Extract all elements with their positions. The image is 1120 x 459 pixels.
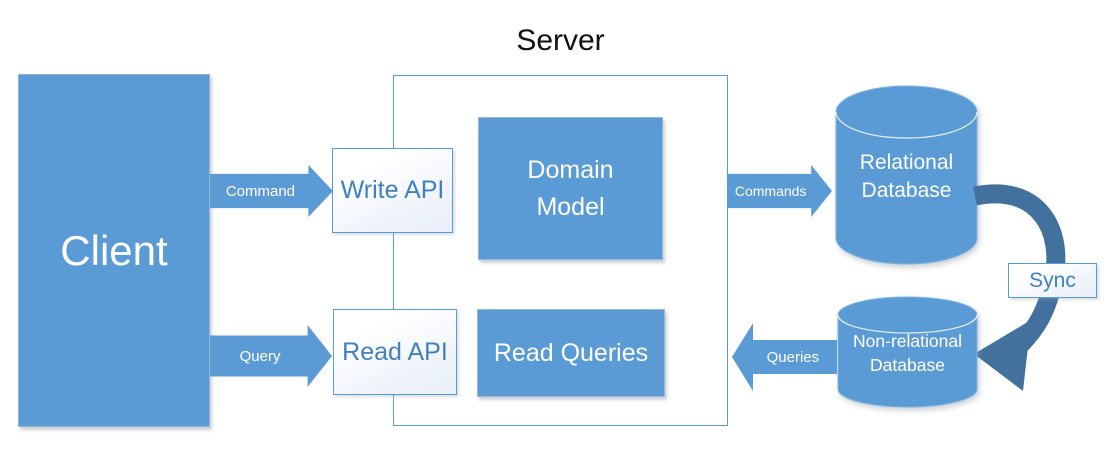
- sync-box: Sync: [1008, 263, 1097, 298]
- read-queries-label: Read Queries: [493, 338, 649, 367]
- client-box: Client: [18, 74, 210, 427]
- read-api-label: Read API: [342, 337, 448, 366]
- client-label: Client: [60, 226, 168, 274]
- query-arrow: Query: [210, 325, 332, 387]
- server-frame: [393, 75, 728, 426]
- read-queries-box: Read Queries: [477, 309, 665, 397]
- server-title: Server: [516, 24, 605, 57]
- domain-model-label: Domain Model: [527, 156, 614, 221]
- query-arrow-label: Query: [239, 347, 281, 365]
- non-relational-database: Non-relational Database: [837, 296, 978, 408]
- sync-label: Sync: [1029, 268, 1076, 292]
- domain-model-box: Domain Model: [478, 117, 663, 260]
- non-relational-database-label: Non-relational Database: [853, 331, 962, 375]
- write-api-label: Write API: [340, 176, 445, 204]
- database-cylinder-icon: [835, 85, 978, 265]
- read-api-box: Read API: [333, 309, 457, 395]
- command-arrow-label: Command: [225, 182, 296, 200]
- database-cylinder-icon: [837, 296, 978, 408]
- relational-database-label: Relational Database: [859, 151, 954, 203]
- commands-arrow: Commands: [728, 165, 832, 217]
- write-api-box: Write API: [332, 148, 453, 233]
- queries-arrow: Queries: [732, 323, 837, 391]
- queries-arrow-label: Queries: [766, 348, 820, 366]
- relational-database: Relational Database: [835, 85, 978, 265]
- commands-arrow-label: Commands: [734, 183, 807, 199]
- command-arrow: Command: [210, 165, 333, 217]
